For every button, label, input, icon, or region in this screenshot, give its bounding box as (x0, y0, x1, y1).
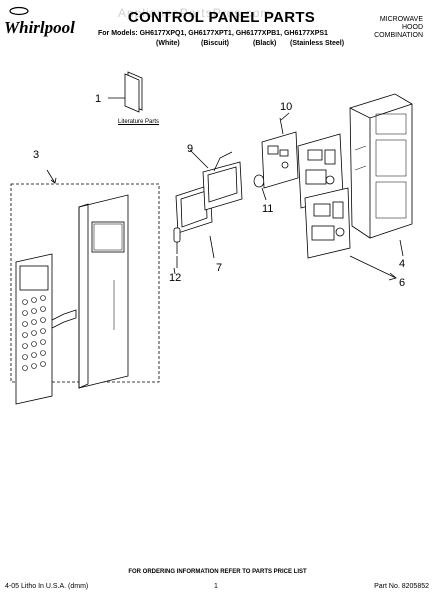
variant-biscuit: (Biscuit) (201, 40, 229, 47)
variant-white: (White) (156, 40, 180, 47)
variant-black: (Black) (253, 40, 277, 47)
part-literature-booklet (108, 71, 143, 113)
page-title: CONTROL PANEL PARTS (128, 9, 316, 26)
callout-12: 12 (169, 272, 181, 284)
models-line: For Models: GH6177XPQ1, GH6177XPT1, GH61… (98, 30, 328, 37)
part-control-board (261, 117, 299, 189)
part-small-component (173, 227, 181, 268)
part-control-panel-assembly (10, 169, 160, 405)
callout-1: 1 (95, 93, 101, 105)
callout-6: 6 (399, 277, 405, 289)
literature-parts-label: Literature Parts (118, 119, 160, 125)
watermark: AppliancePartsPros.com (118, 6, 272, 20)
whirlpool-logo: Whirlpool (4, 6, 75, 37)
callout-7: 7 (216, 262, 222, 274)
litho-note: 4-05 Litho In U.S.A. (dmm) (5, 583, 89, 590)
svg-text:Whirlpool: Whirlpool (4, 18, 75, 37)
callout-10: 10 (280, 101, 292, 113)
ordering-note: FOR ORDERING INFORMATION REFER TO PARTS … (128, 569, 307, 575)
variant-stainless: (Stainless Steel) (290, 40, 345, 47)
category-line-3: COMBINATION (374, 32, 423, 39)
callout-3: 3 (33, 149, 39, 161)
callout-4: 4 (399, 258, 405, 270)
category-line-1: MICROWAVE (379, 16, 423, 23)
category-line-2: HOOD (402, 24, 423, 31)
part-knob (253, 174, 267, 201)
part-mounting-housing (349, 93, 413, 257)
part-main-control-boards (297, 133, 397, 281)
callout-9: 9 (187, 143, 193, 155)
page-number: 1 (214, 583, 218, 590)
part-display-board (189, 149, 243, 211)
part-number: Part No. 8205852 (374, 583, 429, 590)
callout-11: 11 (262, 203, 273, 215)
part-display-window (175, 184, 215, 259)
